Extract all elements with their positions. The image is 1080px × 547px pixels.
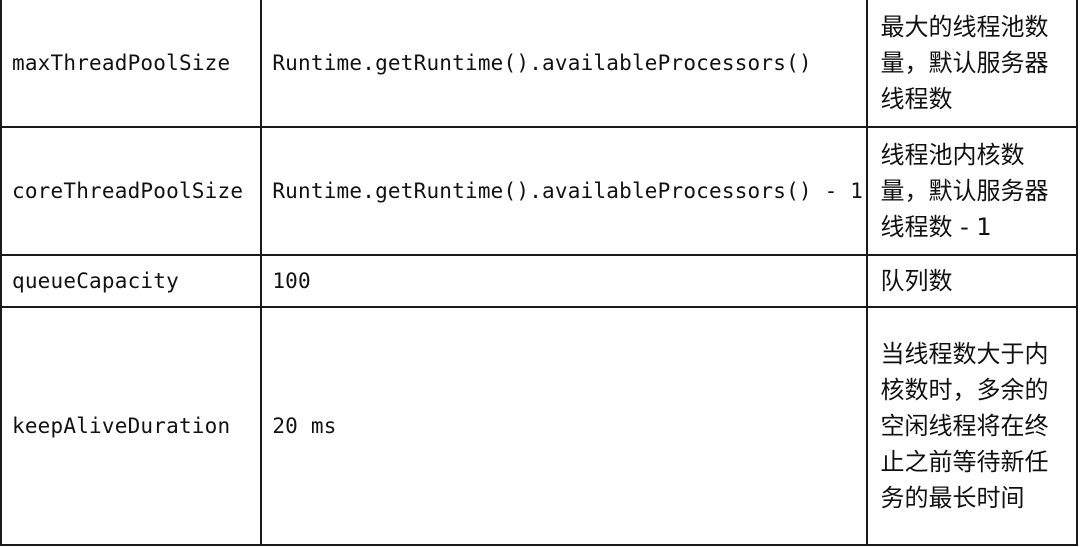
- param-default-cell: Runtime.getRuntime().availableProcessors…: [260, 126, 869, 256]
- param-default-cell: 20 ms: [260, 306, 869, 546]
- param-name-cell: keepAliveDuration: [0, 306, 263, 546]
- param-description-cell: 当线程数大于内核数时，多余的空闲线程将在终止之前等待新任务的最长时间: [866, 306, 1078, 546]
- table-row: maxThreadPoolSize Runtime.getRuntime().a…: [0, 0, 1078, 128]
- param-name-cell: coreThreadPoolSize: [0, 126, 263, 256]
- param-description-cell: 线程池内核数量，默认服务器线程数 - 1: [866, 126, 1078, 256]
- param-default-cell: Runtime.getRuntime().availableProcessors…: [260, 0, 869, 128]
- table-row: coreThreadPoolSize Runtime.getRuntime().…: [0, 126, 1078, 256]
- table-row: queueCapacity 100 队列数: [0, 254, 1078, 308]
- param-name-cell: maxThreadPoolSize: [0, 0, 263, 128]
- param-description-cell: 最大的线程池数量，默认服务器线程数: [866, 0, 1078, 128]
- param-description-cell: 队列数: [866, 254, 1078, 308]
- param-name-cell: queueCapacity: [0, 254, 263, 308]
- table-row: keepAliveDuration 20 ms 当线程数大于内核数时，多余的空闲…: [0, 306, 1078, 546]
- param-default-cell: 100: [260, 254, 869, 308]
